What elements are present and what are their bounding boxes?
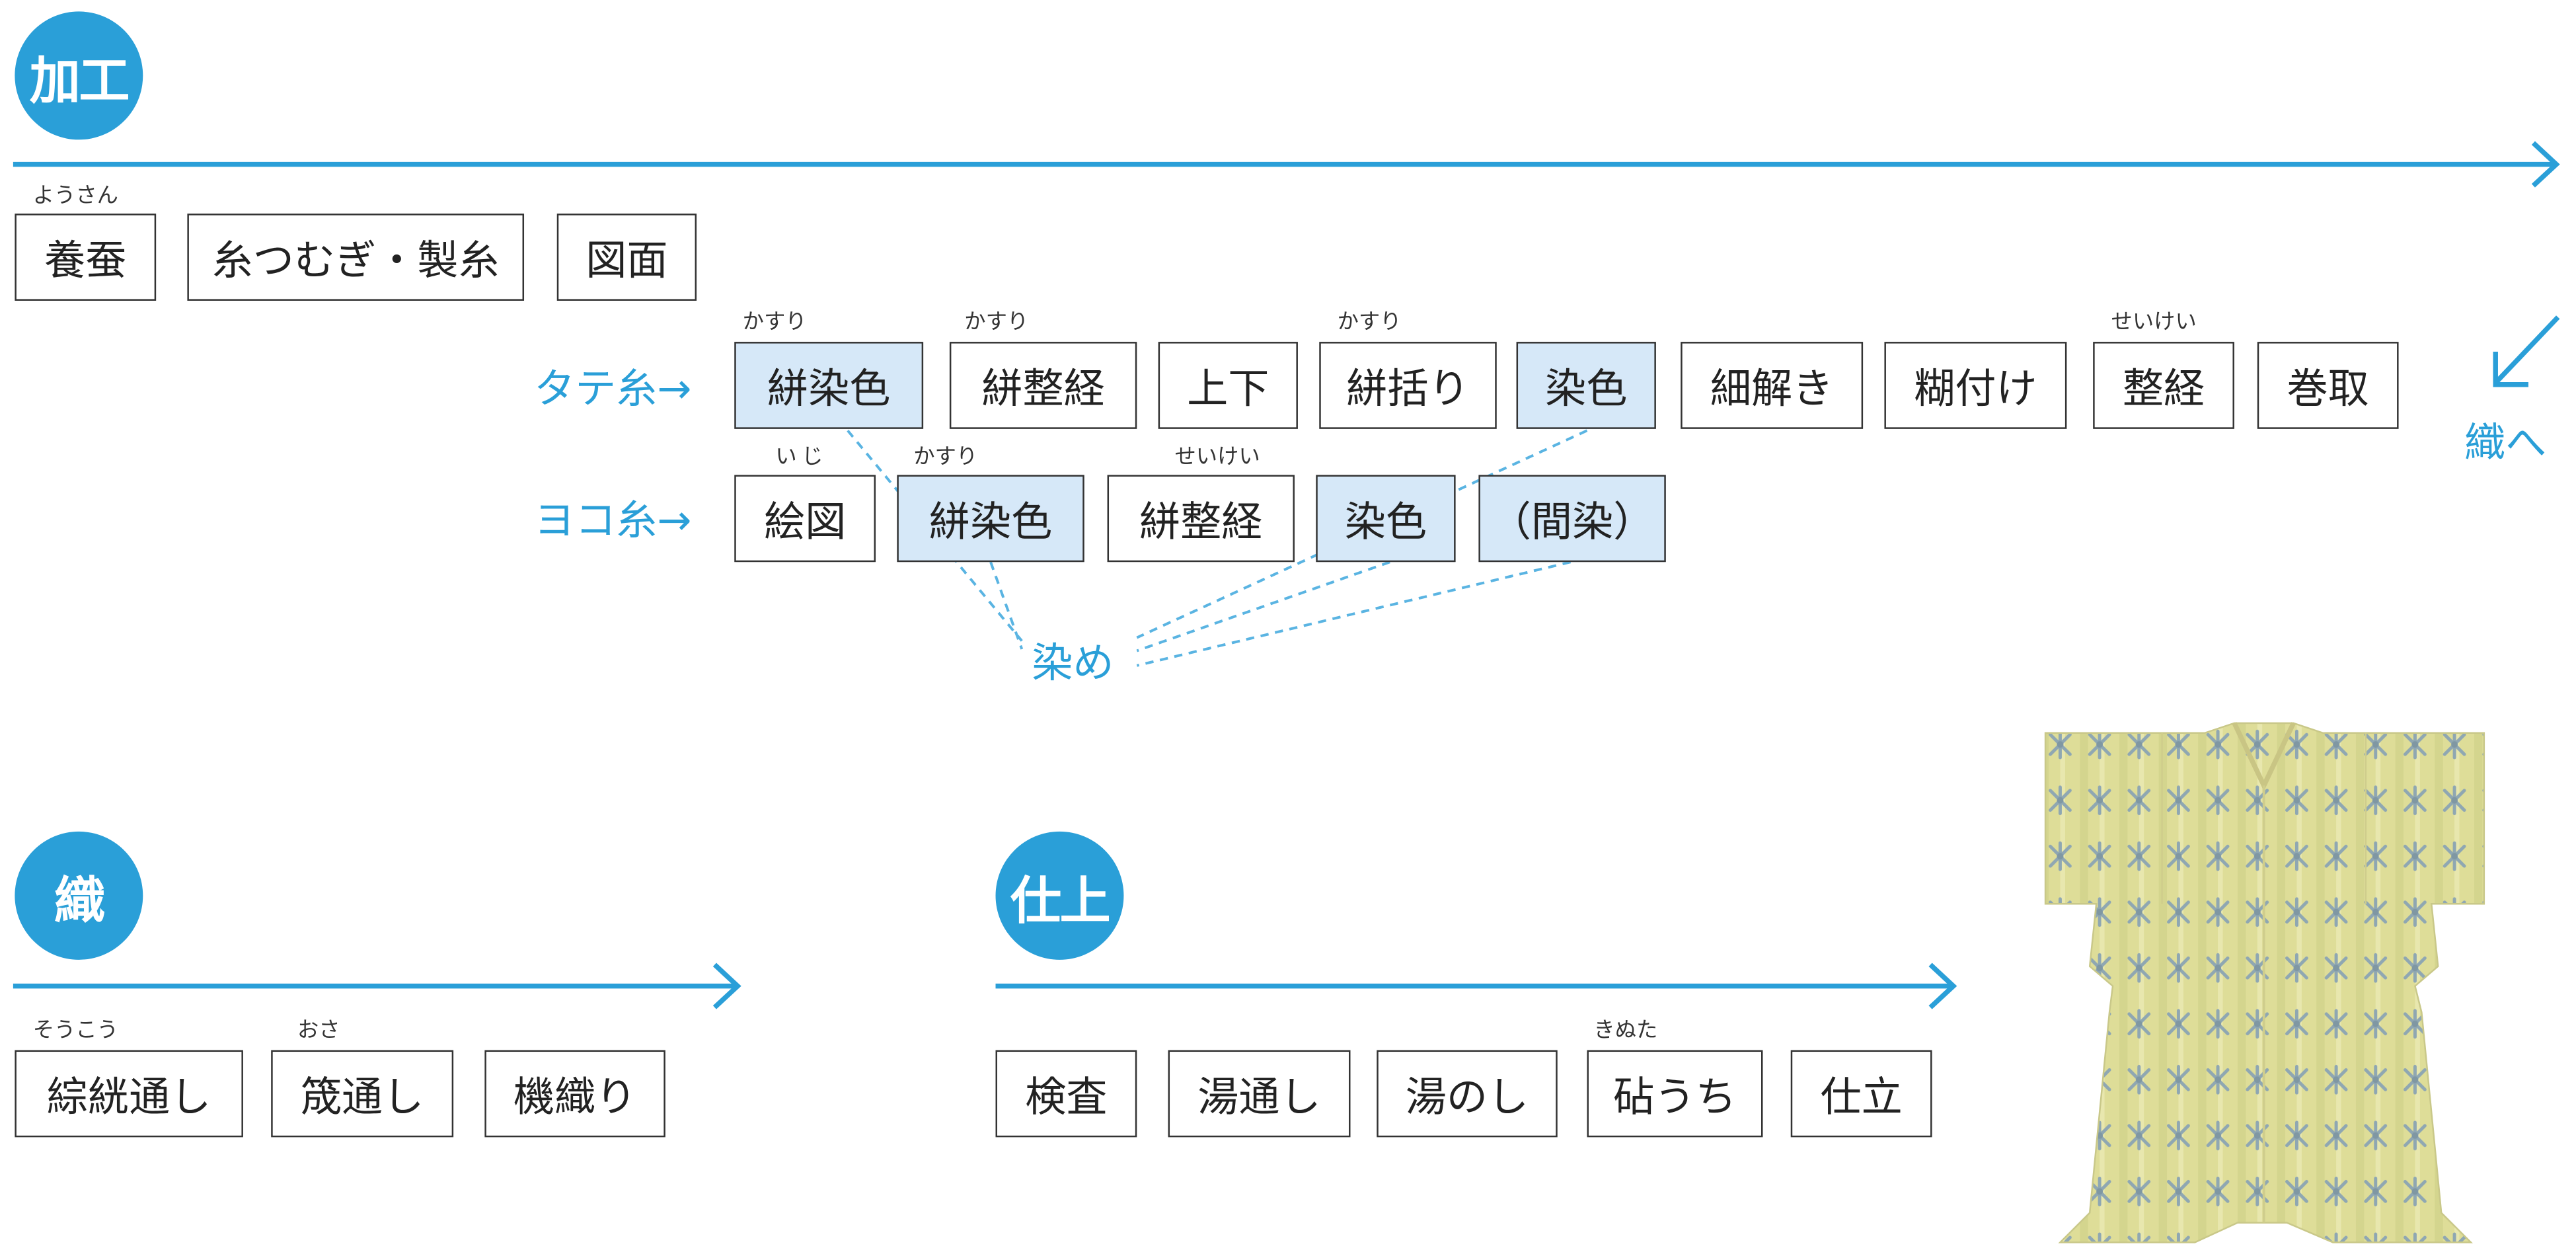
step-soukou-tooshi: 綜絖通し <box>15 1050 243 1138</box>
ruby-yoko-2: かすり <box>913 445 978 470</box>
tate-step-norizuke: 糊付け <box>1884 342 2067 429</box>
step-yousan: 養蚕 <box>15 214 157 301</box>
shoku-arrow <box>13 963 741 1009</box>
ruby-tate-2: かすり <box>964 310 1029 336</box>
step-yunoshi: 湯のし <box>1377 1050 1558 1138</box>
step-shitate: 仕立 <box>1790 1050 1932 1138</box>
tate-step-seikei: 整経 <box>2093 342 2234 429</box>
step-yudooshi: 湯通し <box>1168 1050 1351 1138</box>
tate-step-senshoku: 染色 <box>1516 342 1656 429</box>
tate-step-makitori: 巻取 <box>2257 342 2399 429</box>
kimono-image <box>2044 722 2485 1243</box>
section-kako-label: 加工 <box>29 52 130 111</box>
ruby-kinuta: きぬた <box>1593 1019 1658 1044</box>
ruby-yousan: ようさん <box>32 184 119 209</box>
step-zumen: 図面 <box>556 214 697 301</box>
yoko-label: ヨコ糸→ <box>533 496 692 544</box>
section-shoku-label: 織 <box>54 871 105 931</box>
yoko-step-eizu: 絵図 <box>734 475 876 563</box>
section-shoku-badge: 織 <box>15 831 143 960</box>
section-shiage-label: 仕上 <box>1010 871 1111 931</box>
section-shiage-badge: 仕上 <box>995 831 1124 960</box>
shiage-arrow <box>995 963 1957 1009</box>
kako-arrow <box>13 141 2560 188</box>
ruby-tate-8: せいけい <box>2111 310 2197 336</box>
ruby-soukou: そうこう <box>32 1019 119 1044</box>
to-weave-arrow <box>2493 315 2560 387</box>
yoko-step-senshoku: 染色 <box>1316 475 1456 563</box>
dye-label: 染め <box>1032 639 1114 688</box>
ruby-tate-4: かすり <box>1337 310 1402 336</box>
tate-label: タテ糸→ <box>533 364 692 413</box>
tate-step-kasuri-senshoku: 絣染色 <box>734 342 924 429</box>
ruby-tate-1: かすり <box>742 310 807 336</box>
yoko-step-kasuri-senshoku: 絣染色 <box>897 475 1084 563</box>
to-weave-label: 織へ <box>2464 418 2547 467</box>
tate-step-kasuri-seikei: 絣整経 <box>949 342 1137 429</box>
tate-step-kasuri-kukuri: 絣括り <box>1319 342 1497 429</box>
step-osa-tooshi: 筬通し <box>271 1050 454 1138</box>
step-kinuta-uchi: 砧うち <box>1587 1050 1763 1138</box>
tate-step-hosohodoki: 細解き <box>1681 342 1864 429</box>
ruby-osa: おさ <box>297 1019 340 1044</box>
ruby-yoko-1: いじ <box>775 445 828 470</box>
ruby-yoko-3: せいけい <box>1174 445 1260 470</box>
yoko-step-kasuri-seikei: 絣整経 <box>1107 475 1295 563</box>
section-kako-badge: 加工 <box>15 11 143 140</box>
yoko-step-aizome: （間染） <box>1478 475 1666 563</box>
tate-step-jouge: 上下 <box>1158 342 1298 429</box>
step-kensa: 検査 <box>995 1050 1137 1138</box>
step-itotsumugi: 糸つむぎ・製糸 <box>187 214 525 301</box>
step-hataori: 機織り <box>484 1050 665 1138</box>
